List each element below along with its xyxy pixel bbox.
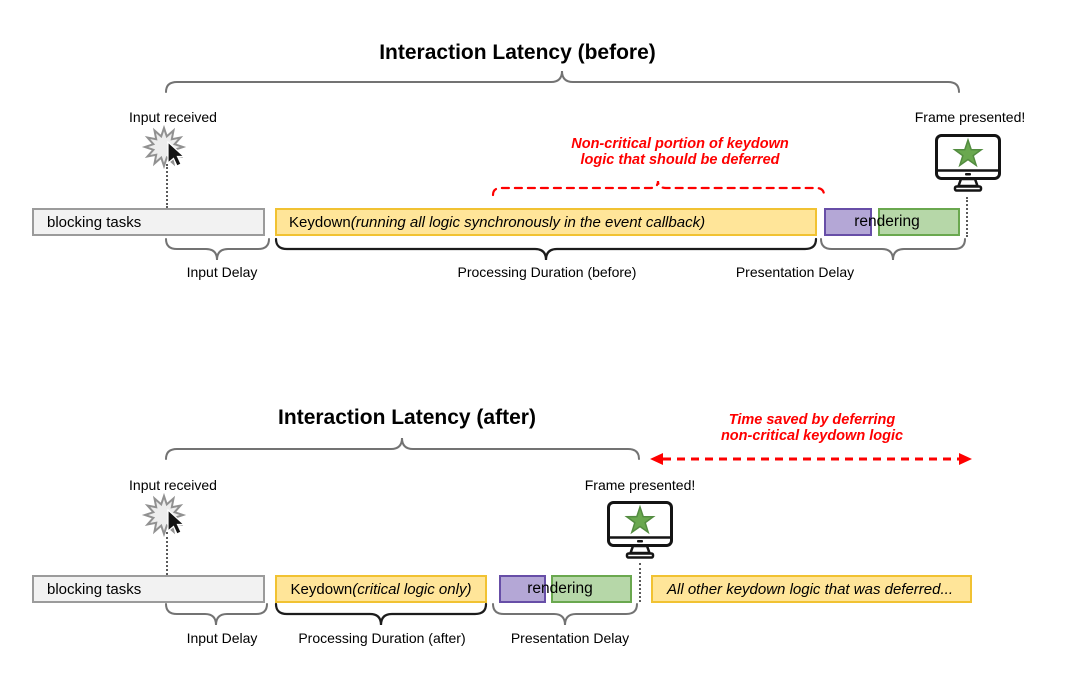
before-keydown-text: Keydown [289, 213, 351, 231]
before-monitor-icon [935, 134, 1001, 192]
before-red-dashed-brace-icon [491, 180, 826, 197]
after-input-received-label: Input received [129, 477, 217, 493]
after-red-annotation-line1: Time saved by deferring [728, 412, 896, 428]
after-blocking-tasks-bar: blocking tasks [32, 575, 265, 603]
after-deferred-text: All other keydown logic that was deferre… [667, 580, 953, 598]
after-latency-brace-icon [165, 437, 640, 460]
after-rendering-label: rendering [527, 580, 593, 597]
before-input-received-label: Input received [129, 109, 217, 125]
after-keydown-detail-text: (critical logic only) [352, 580, 472, 598]
before-keydown-bar: Keydown (running all logic synchronously… [275, 208, 817, 236]
after-title: Interaction Latency (after) [278, 406, 536, 429]
after-processing-label: Processing Duration (after) [298, 630, 466, 646]
before-input-click-starburst-icon [141, 124, 187, 170]
after-rendering-bar [551, 575, 632, 603]
star-icon [624, 504, 656, 535]
before-purple-bar [824, 208, 872, 236]
before-red-annotation-line1: Non-critical portion of keydown [571, 136, 789, 152]
after-monitor-icon [607, 501, 673, 559]
before-rendering-label: rendering [854, 213, 920, 230]
star-icon [952, 137, 984, 168]
cursor-icon [167, 140, 186, 167]
after-frame-dotted-line [639, 563, 641, 602]
after-purple-bar [499, 575, 546, 603]
after-deferred-bar: All other keydown logic that was deferre… [651, 575, 972, 603]
before-presentation-brace-icon [820, 238, 966, 261]
before-input-delay-brace-icon [165, 238, 270, 261]
cursor-icon [167, 508, 186, 535]
after-frame-presented-label: Frame presented! [584, 477, 696, 493]
after-blocking-tasks-text: blocking tasks [47, 580, 142, 598]
before-latency-brace-icon [165, 70, 960, 93]
time-saved-arrow-icon [650, 453, 972, 465]
after-red-annotation: Time saved by deferring non-critical key… [662, 412, 962, 444]
after-input-delay-brace-icon [165, 603, 268, 626]
after-keydown-bar: Keydown (critical logic only) [275, 575, 487, 603]
before-keydown-detail-text: (running all logic synchronously in the … [350, 213, 706, 231]
after-red-annotation-line2: non-critical keydown logic [720, 428, 904, 444]
after-presentation-label: Presentation Delay [510, 630, 630, 646]
before-processing-label: Processing Duration (before) [457, 264, 637, 280]
before-red-annotation-line2: logic that should be deferred [580, 152, 780, 168]
before-title: Interaction Latency (before) [379, 41, 656, 64]
before-red-annotation: Non-critical portion of keydown logic th… [530, 136, 830, 168]
before-blocking-tasks-text: blocking tasks [47, 213, 142, 231]
after-input-click-starburst-icon [141, 492, 187, 538]
after-input-dotted-line [166, 532, 168, 575]
before-frame-dotted-line [966, 197, 968, 237]
after-keydown-text: Keydown [290, 580, 353, 598]
after-processing-brace-icon [274, 602, 488, 626]
before-input-dotted-line [166, 164, 168, 208]
before-input-delay-label: Input Delay [186, 264, 258, 280]
before-frame-presented-label: Frame presented! [914, 109, 1026, 125]
before-processing-brace-icon [274, 237, 818, 261]
before-rendering-bar [878, 208, 960, 236]
before-blocking-tasks-bar: blocking tasks [32, 208, 265, 236]
after-presentation-brace-icon [492, 603, 638, 626]
before-presentation-label: Presentation Delay [735, 264, 855, 280]
after-input-delay-label: Input Delay [186, 630, 258, 646]
